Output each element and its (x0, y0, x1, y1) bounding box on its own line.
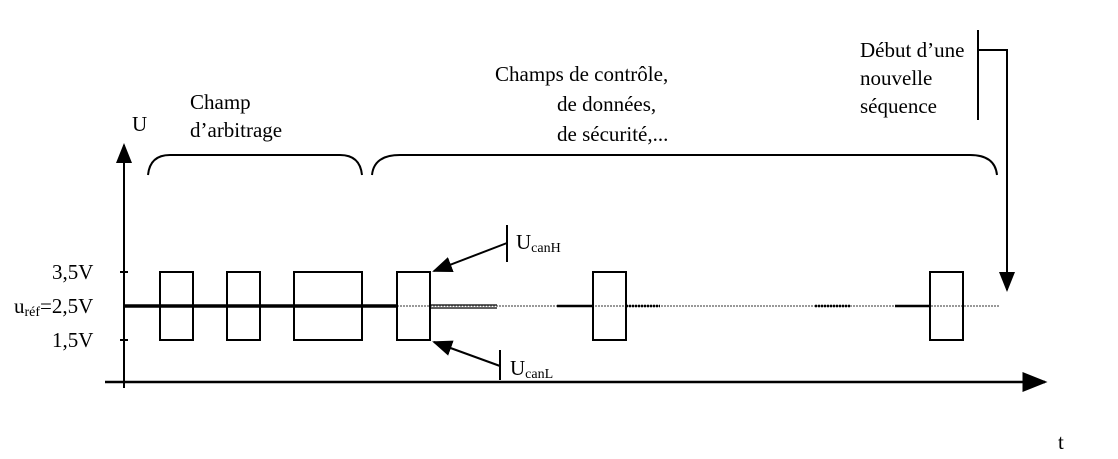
fields-label-1: Champs de contrôle, (495, 62, 669, 86)
ref-prefix: u (14, 294, 25, 318)
level-ref-label: uréf=2,5V (14, 292, 93, 327)
canh-sub: canH (531, 241, 561, 256)
new-sequence-arrow (978, 49, 1015, 292)
fields-label-3: de sécurité,... (557, 122, 669, 146)
fields-label-2: de données, (557, 92, 657, 116)
canh-main: U (516, 230, 532, 254)
arbitration-label-2: d’arbitrage (190, 118, 283, 142)
ref-value: =2,5V (40, 294, 94, 318)
new-sequence-label-2: nouvelle (860, 66, 933, 90)
fields-brace (371, 154, 998, 176)
new-sequence-label-3: séquence (860, 94, 937, 118)
ref-sub: réf (24, 305, 41, 320)
canl-arrow (432, 340, 501, 367)
level-low-label: 1,5V (52, 328, 94, 352)
y-ticks (120, 271, 128, 341)
canl-main: U (510, 356, 526, 380)
arbitration-brace (147, 154, 363, 176)
canl-sub: canL (525, 367, 554, 382)
canl-label: UcanL (510, 354, 553, 389)
t-axis-label: t (1058, 430, 1064, 454)
canh-label: UcanH (516, 228, 561, 263)
canh-arrow (432, 242, 508, 273)
arbitration-label-1: Champ (190, 90, 251, 114)
level-high-label: 3,5V (52, 260, 94, 284)
y-axis-label: U (132, 112, 148, 136)
new-sequence-label-1: Début d’une (860, 38, 965, 62)
dominant-bits (159, 271, 964, 341)
